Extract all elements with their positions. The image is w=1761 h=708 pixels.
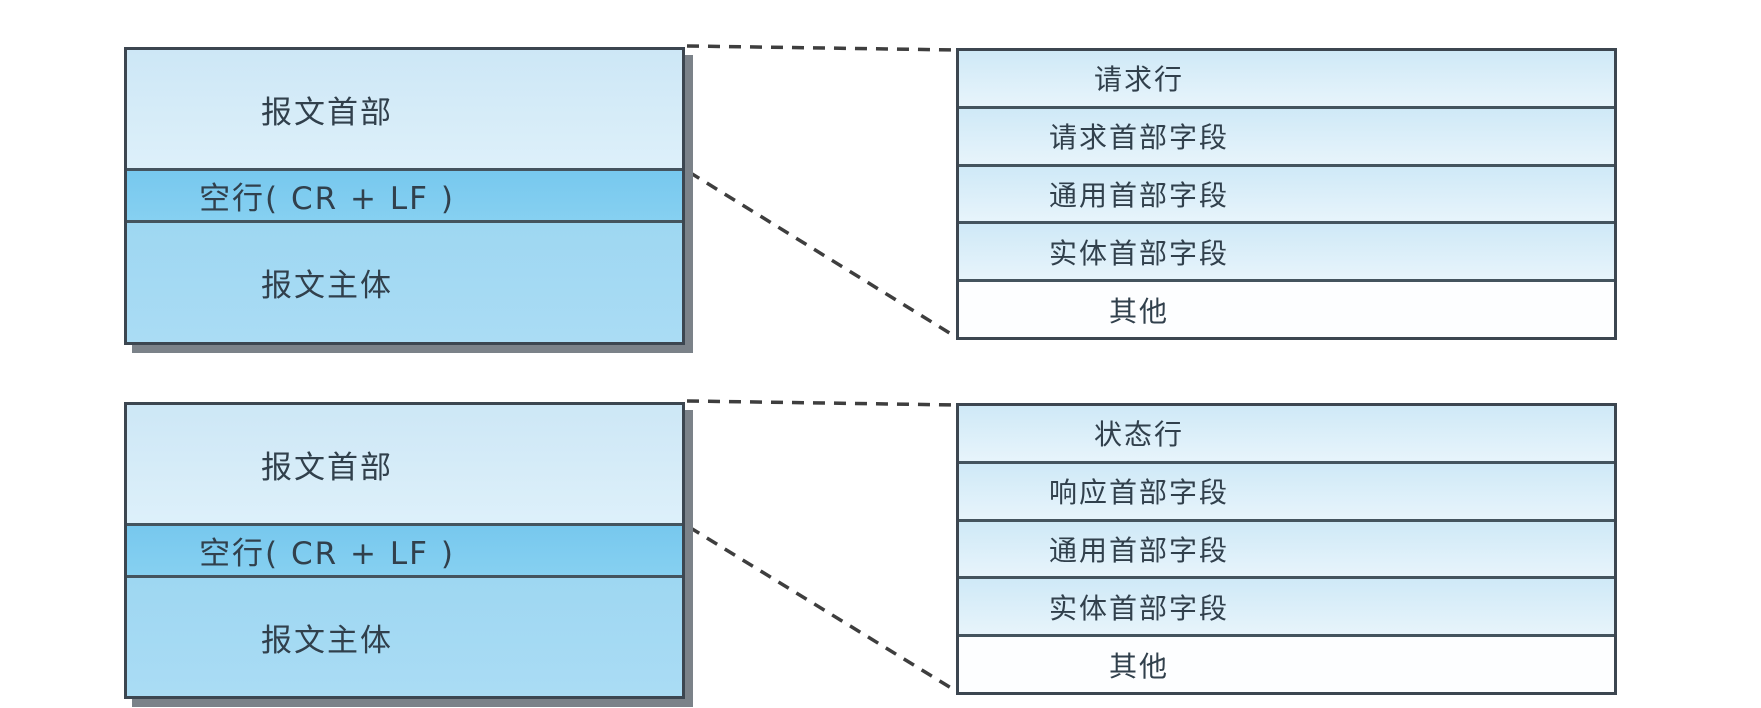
message-header-section: 报文首部 bbox=[127, 50, 682, 168]
expansion-row-request-header-fields: 请求首部字段 bbox=[959, 105, 1614, 164]
expansion-row-general-header-fields: 通用首部字段 bbox=[959, 163, 1614, 222]
message-body-section: 报文主体 bbox=[127, 578, 682, 696]
message-header-label: 报文首部 bbox=[261, 449, 393, 486]
blank-line-label: 空行( CR + LF ) bbox=[199, 536, 455, 572]
request-header-expansion-box: 请求行 请求首部字段 通用首部字段 实体首部字段 其他 bbox=[956, 48, 1617, 340]
expansion-row-other: 其他 bbox=[959, 279, 1614, 337]
response-connector-diagonal-line bbox=[688, 525, 957, 693]
request-connector-top-line bbox=[686, 44, 959, 52]
message-header-section: 报文首部 bbox=[127, 405, 682, 523]
response-message-box: 报文首部 空行( CR + LF ) 报文主体 bbox=[124, 402, 685, 699]
expansion-row-other: 其他 bbox=[959, 634, 1614, 692]
response-connector-top-line bbox=[686, 399, 959, 407]
response-header-expansion-box: 状态行 响应首部字段 通用首部字段 实体首部字段 其他 bbox=[956, 403, 1617, 695]
expansion-row-status-line: 状态行 bbox=[959, 406, 1614, 461]
message-header-label: 报文首部 bbox=[261, 94, 393, 131]
blank-line-section: 空行( CR + LF ) bbox=[127, 168, 682, 223]
expansion-row-response-header-fields: 响应首部字段 bbox=[959, 460, 1614, 519]
blank-line-label: 空行( CR + LF ) bbox=[199, 181, 455, 217]
message-body-label: 报文主体 bbox=[261, 268, 393, 304]
expansion-row-general-header-fields: 通用首部字段 bbox=[959, 518, 1614, 577]
expansion-row-entity-header-fields: 实体首部字段 bbox=[959, 221, 1614, 280]
request-connector-diagonal-line bbox=[688, 170, 957, 339]
request-message-box: 报文首部 空行( CR + LF ) 报文主体 bbox=[124, 47, 685, 345]
message-body-label: 报文主体 bbox=[261, 622, 393, 659]
blank-line-section: 空行( CR + LF ) bbox=[127, 523, 682, 578]
message-body-section: 报文主体 bbox=[127, 223, 682, 342]
expansion-row-entity-header-fields: 实体首部字段 bbox=[959, 576, 1614, 635]
expansion-row-request-line: 请求行 bbox=[959, 51, 1614, 106]
